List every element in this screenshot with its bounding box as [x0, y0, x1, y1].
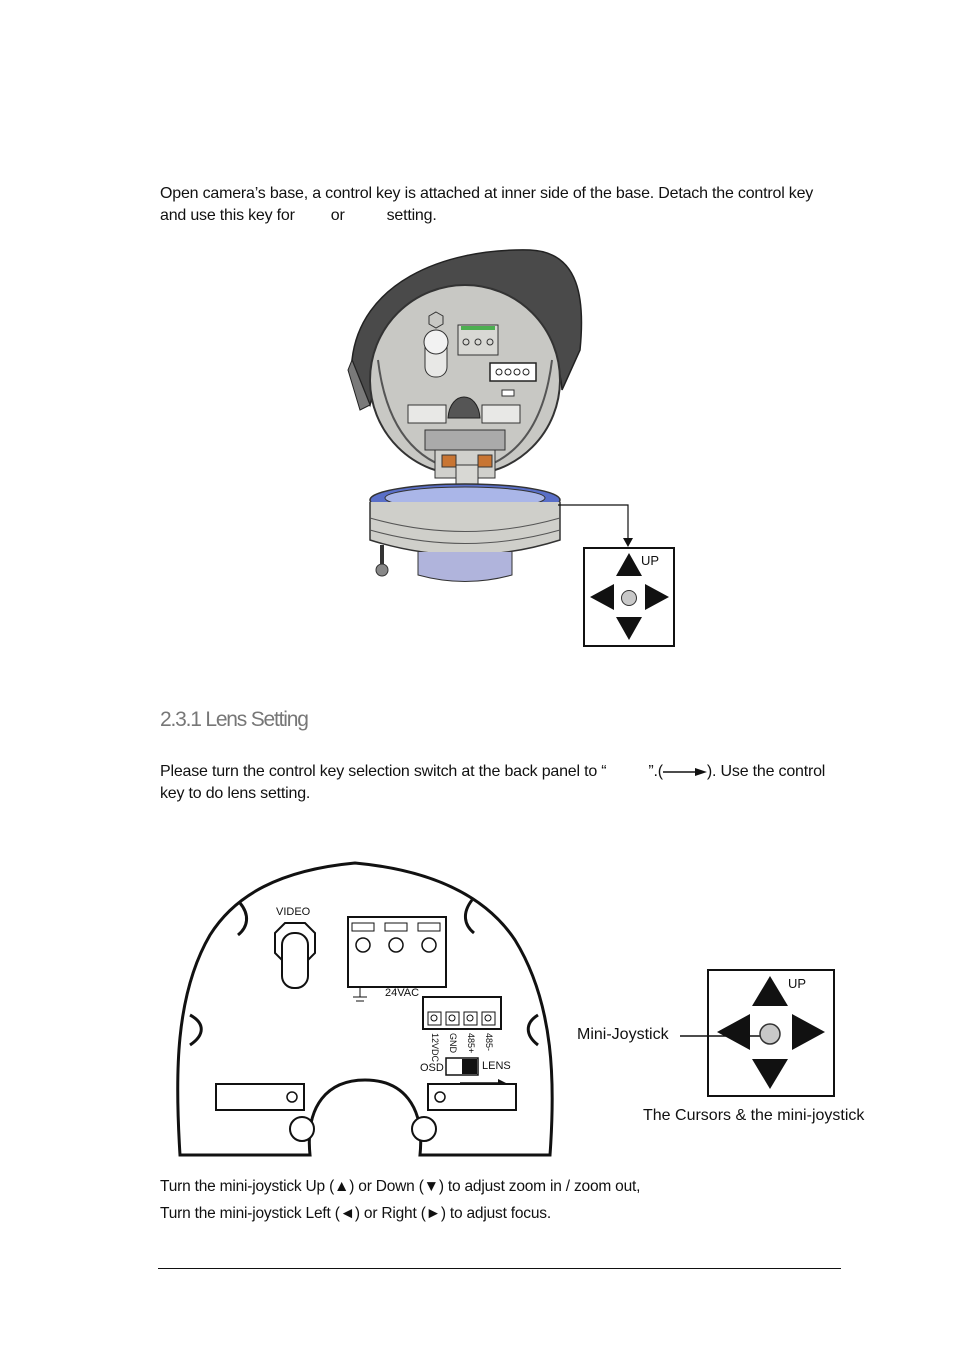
- intro-line-1: Open camera’s base, a control key is att…: [160, 185, 814, 202]
- pin-label-12vdc: 12VDC: [430, 1033, 440, 1063]
- instruction-line-1: Turn the mini-joystick Up (▲) or Down (▼…: [160, 1178, 641, 1195]
- section-heading: 2.3.1 Lens Setting: [160, 708, 309, 731]
- joystick-diagram: UP: [680, 969, 835, 1097]
- key-up-label: UP: [641, 553, 659, 568]
- camera-base-figure: UP: [347, 249, 675, 647]
- left-arrow-icon: ◄: [339, 1205, 355, 1222]
- lens-line-1: Please turn the control key selection sw…: [160, 763, 826, 780]
- back-panel-diagram: VIDEO 24VAC 12VDC GND 485+ 485- OSD LENS: [176, 861, 554, 1157]
- video-label: VIDEO: [276, 906, 311, 918]
- up-arrow-icon: ▲: [334, 1178, 350, 1195]
- lens-paragraph: Please turn the control key selection sw…: [160, 761, 860, 805]
- instruction-line-2: Turn the mini-joystick Left (◄) or Right…: [160, 1205, 551, 1222]
- pin-label-485minus: 485-: [484, 1033, 494, 1051]
- intro-paragraph: Open camera’s base, a control key is att…: [160, 183, 860, 227]
- lens-label: LENS: [482, 1060, 511, 1072]
- instructions: Turn the mini-joystick Up (▲) or Down (▼…: [160, 1173, 640, 1227]
- down-arrow-icon: ▼: [423, 1178, 439, 1195]
- osd-label: OSD: [420, 1062, 444, 1074]
- footer-rule: [158, 1268, 841, 1269]
- right-arrow-icon: [662, 767, 707, 776]
- lens-line-2: key to do lens setting.: [160, 785, 311, 802]
- joystick-caption: The Cursors & the mini-joystick: [643, 1107, 865, 1124]
- right-arrow-icon: ►: [425, 1205, 441, 1222]
- joystick-up-label: UP: [788, 976, 806, 991]
- pin-label-gnd: GND: [448, 1033, 458, 1054]
- mini-joystick-label: Mini-Joystick: [577, 1026, 669, 1043]
- pin-label-485plus: 485+: [466, 1033, 476, 1053]
- power-label: 24VAC: [385, 987, 419, 999]
